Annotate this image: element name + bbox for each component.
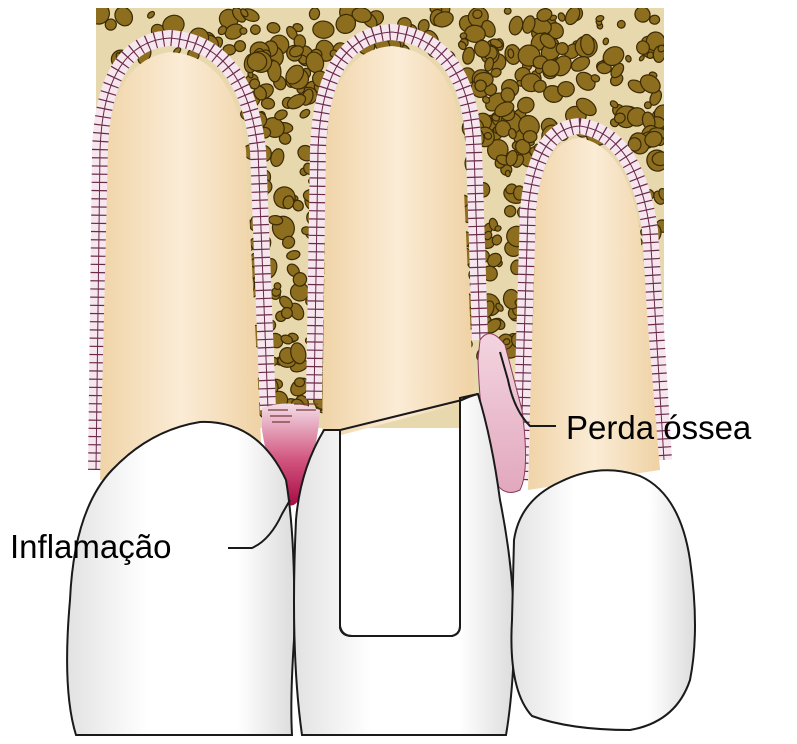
bone-loss-label: Perda óssea (566, 411, 751, 444)
inflammation-label: Inflamação (10, 530, 171, 563)
trabecula (649, 15, 660, 25)
root-middle (322, 46, 474, 440)
trabecula (504, 7, 512, 15)
trabecula (507, 49, 514, 59)
trabecula (505, 170, 510, 177)
root-left (100, 52, 262, 480)
trabecula (294, 378, 305, 387)
trabecula (240, 28, 247, 35)
trabecula (250, 25, 260, 35)
crown-right (511, 470, 695, 730)
trabecula (523, 130, 537, 142)
